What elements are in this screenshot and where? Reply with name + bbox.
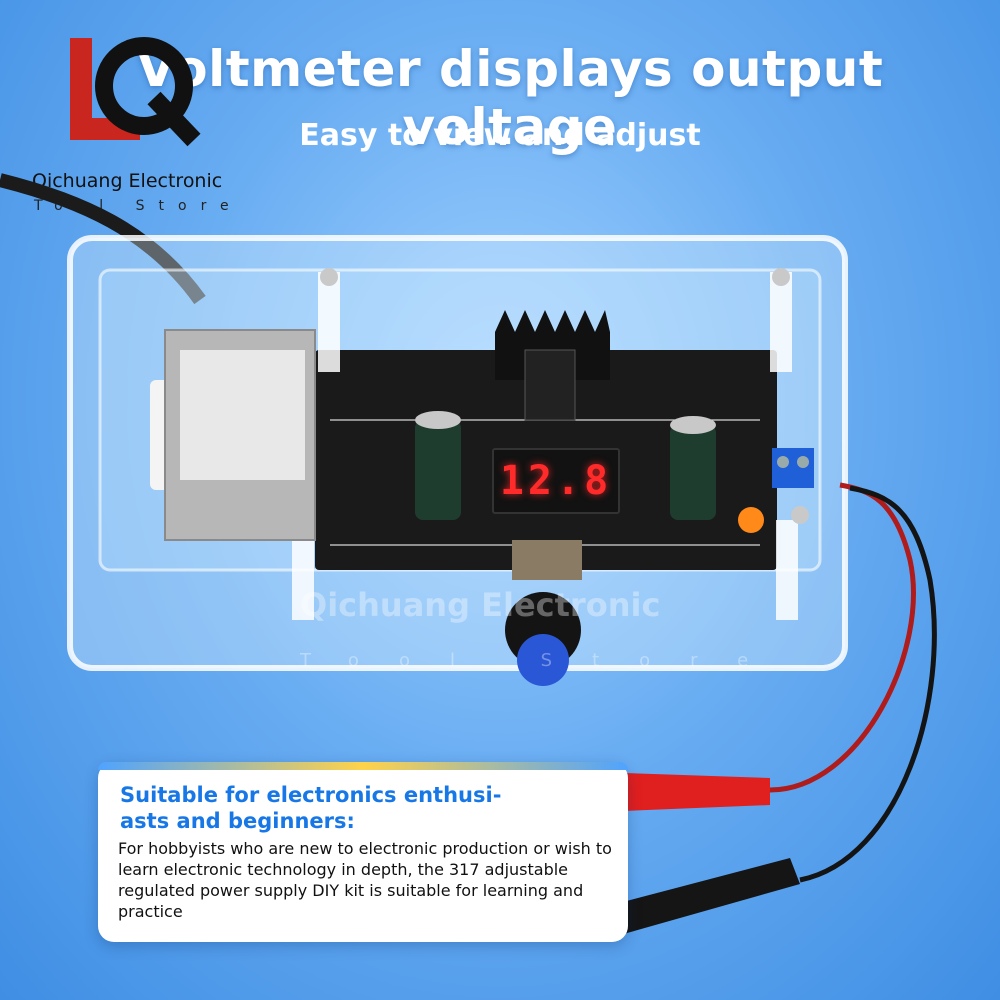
info-card-body: For hobbyists who are new to electronic … <box>118 839 612 921</box>
info-card-title: Suitable for electronics enthusi- asts a… <box>120 783 502 833</box>
potentiometer <box>512 540 582 580</box>
watermark-subtitle: Tool Store <box>300 650 789 671</box>
capacitor <box>415 420 461 520</box>
power-cable <box>0 173 206 305</box>
voltmeter-display: 12.8 <box>492 448 620 514</box>
standoff <box>292 520 314 620</box>
brand-name: Qichuang Electronic <box>32 170 223 192</box>
capacitor <box>670 425 716 520</box>
standoff <box>776 520 798 620</box>
red-alligator-clip <box>595 772 770 812</box>
standoff <box>770 272 792 372</box>
red-lead-wire <box>769 482 916 793</box>
black-alligator-clip <box>600 858 800 935</box>
info-card: Suitable for electronics enthusi- asts a… <box>98 762 628 942</box>
black-lead-wire <box>799 485 937 883</box>
led <box>738 507 764 533</box>
screw-head <box>772 268 790 286</box>
brand-logo <box>70 37 201 147</box>
standoff <box>318 272 340 372</box>
screw-head <box>791 506 809 524</box>
screw-head <box>320 268 338 286</box>
info-card-accent <box>98 762 628 770</box>
heatsink <box>495 310 610 380</box>
subheadline: Easy to view and adjust <box>299 118 701 153</box>
watermark: Qichuang Electronic <box>300 586 661 624</box>
headline: Voltmeter displays output voltage <box>136 40 884 156</box>
terminal-block <box>772 448 814 488</box>
